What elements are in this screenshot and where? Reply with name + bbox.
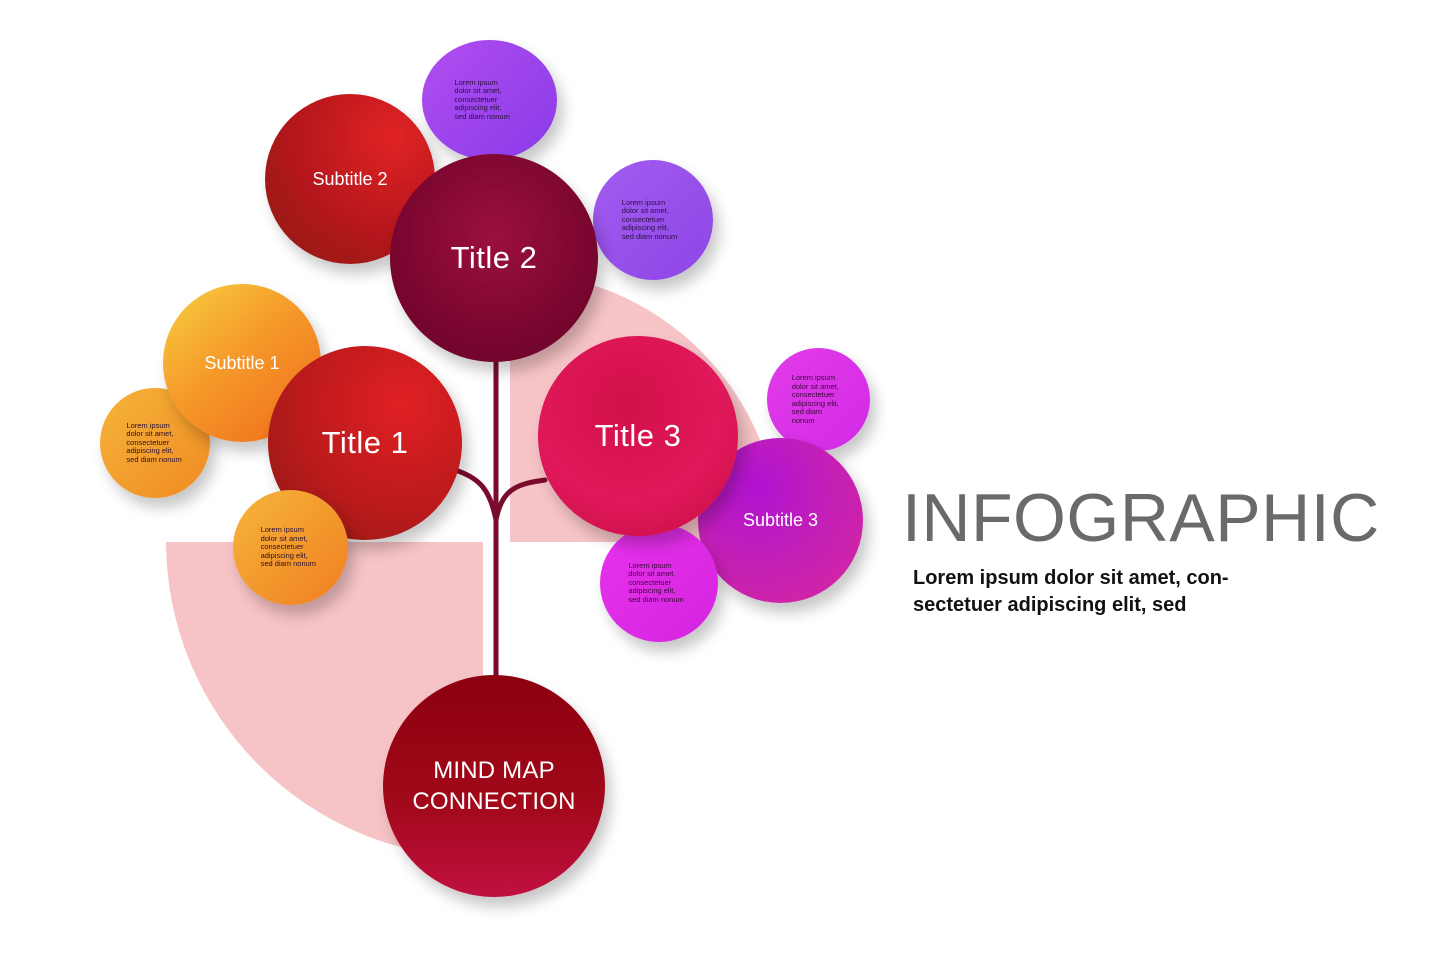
note-text: Lorem ipsum dolor sit amet, consectetuer… [628,560,684,604]
note-bubble-title3-bottom: Lorem ipsum dolor sit amet, consectetuer… [600,524,718,642]
note-bubble-title1-bottom: Lorem ipsum dolor sit amet, consectetuer… [233,490,348,605]
title2-bubble[interactable]: Title 2 [390,154,598,362]
note-bubble-title2-top: Lorem ipsum dolor sit amet, consectetuer… [422,40,557,160]
title2-label: Title 2 [450,240,538,275]
subtitle2-label: Subtitle 2 [312,168,388,189]
note-text: Lorem ipsum dolor sit amet, consectetuer… [454,77,510,121]
connector-lines [452,337,548,703]
title3-label: Title 3 [594,418,682,453]
branch-right [493,477,548,523]
root-bubble[interactable]: MIND MAP CONNECTION [383,675,605,897]
note-bubble-title2-right: Lorem ipsum dolor sit amet, consectetuer… [593,160,713,280]
subtitle3-label: Subtitle 3 [742,510,819,530]
note-text: Lorem ipsum dolor sit amet, consectetuer… [791,373,839,425]
root-label: MIND MAP CONNECTION [412,757,576,815]
note-text: Lorem ipsum dolor sit amet, consectetuer… [621,197,678,241]
tagline-text: Lorem ipsum dolor sit amet, con- sectetu… [913,567,1229,616]
subtitle1-label: Subtitle 1 [204,352,280,373]
title3-bubble[interactable]: Title 3 [538,336,738,536]
note-text: Lorem ipsum dolor sit amet, consectetuer… [260,525,317,569]
infographic-heading: INFOGRAPHIC [902,480,1380,556]
note-text: Lorem ipsum dolor sit amet, consectetuer… [126,420,182,464]
note-bubble-title3-top: Lorem ipsum dolor sit amet, consectetuer… [767,348,870,451]
title1-label: Title 1 [321,425,409,460]
branch-left [452,467,499,523]
